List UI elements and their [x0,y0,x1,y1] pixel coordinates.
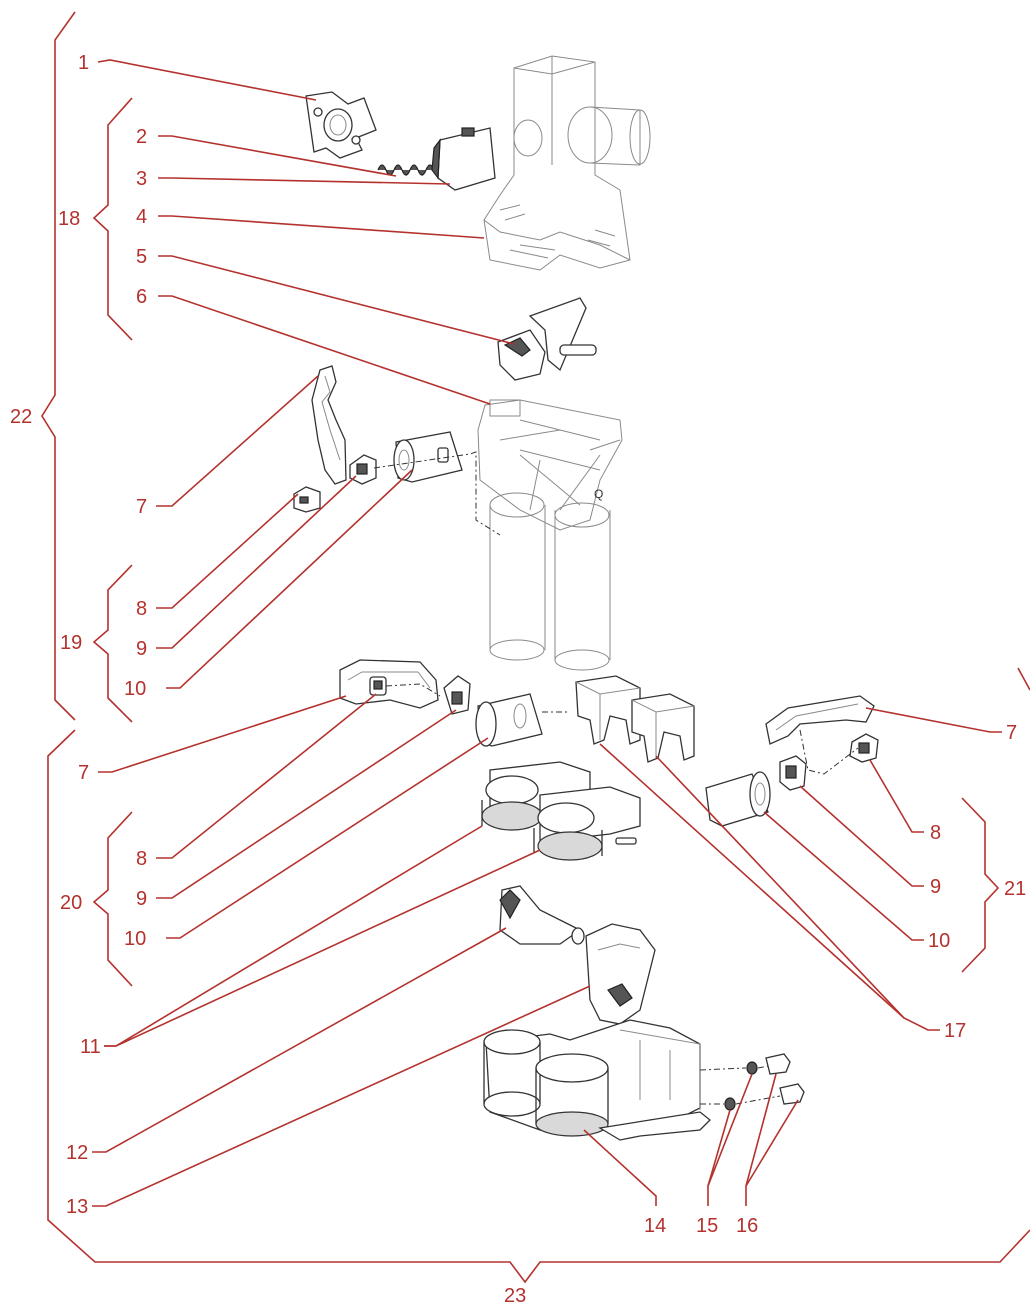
leader-8c [869,759,924,833]
label-5: 5 [136,246,147,268]
part-3-flap [431,127,496,191]
brace-20 [92,811,133,987]
leader-7a [156,375,319,507]
label-8-left: 8 [136,848,147,870]
leader-8b [156,693,377,859]
label-group-21: 21 [1004,878,1026,900]
leader-10a [166,469,413,689]
label-1: 1 [78,52,89,74]
label-14: 14 [644,1215,666,1237]
label-10-left: 10 [124,928,146,950]
leader-11b [104,849,541,1047]
leader-3 [158,177,451,185]
brace-21 [961,797,1000,973]
part-1-gasket [305,91,377,159]
label-11: 11 [80,1036,101,1058]
label-8-right: 8 [930,822,941,844]
brace-23 [47,729,1030,1284]
leader-14 [583,1129,657,1206]
label-2: 2 [136,126,147,148]
leader-4 [158,215,485,239]
group-labels: 18 19 20 21 22 23 [10,208,1026,1307]
leader-5 [158,255,515,345]
part-5-lever [497,297,597,381]
label-16: 16 [736,1215,758,1237]
brace-23-right-top [1017,667,1030,691]
label-group-18: 18 [58,208,80,230]
label-3: 3 [136,168,147,190]
label-15: 15 [696,1215,718,1237]
label-6: 6 [136,286,147,308]
part-4-housing [483,55,651,271]
leader-2 [158,135,397,177]
body-q-mark: Q [594,487,603,501]
part-14-base [483,1019,711,1141]
label-10-upper: 10 [124,678,146,700]
label-7-right: 7 [1006,722,1017,744]
leader-10b [166,737,489,939]
leader-16a [745,1073,777,1206]
brace-18 [92,97,133,341]
label-7-left: 7 [78,762,89,784]
label-9-upper: 9 [136,638,147,660]
leader-1 [97,59,317,101]
label-7-upper: 7 [136,496,147,518]
leader-11a [104,825,483,1047]
part-12-13-arms [499,885,656,1025]
leader-6 [158,295,491,405]
group-20-parts [339,659,570,747]
part-labels: 1 2 3 4 5 6 7 8 9 10 7 8 9 10 7 8 9 10 1… [66,52,1017,1237]
label-8-upper: 8 [136,598,147,620]
part-15-16-fasteners [699,1053,805,1111]
leader-15b [707,1109,731,1187]
leader-8a [156,493,299,609]
group-braces [41,11,1030,1284]
part-11-cups [481,761,641,861]
label-10-right: 10 [928,930,950,952]
leader-10c [763,811,924,941]
label-group-23: 23 [504,1285,526,1307]
part-6-center-body: Q [477,399,623,671]
label-12: 12 [66,1142,88,1164]
part-17-brackets [575,675,695,763]
leader-12 [92,927,507,1153]
label-9-right: 9 [930,876,941,898]
brace-19 [92,564,133,723]
group-21-parts [705,695,879,827]
group-19-parts [293,365,501,536]
label-group-22: 22 [10,406,32,428]
label-4: 4 [136,206,147,228]
leader-7c [865,707,1002,733]
label-17: 17 [944,1020,966,1042]
leader-16b [745,1099,799,1187]
label-group-20: 20 [60,892,82,914]
label-group-19: 19 [60,632,82,654]
leader-17a [599,743,940,1031]
leader-13 [92,985,591,1207]
leader-7b [98,695,347,773]
leader-9c [799,785,924,887]
leader-9b [156,709,457,899]
leader-17b [655,755,905,1019]
label-9-left: 9 [136,888,147,910]
label-13: 13 [66,1196,88,1218]
leader-9a [156,475,357,649]
brace-22 [41,11,76,721]
parts: Q [293,55,879,1141]
leader-lines [92,59,1002,1207]
